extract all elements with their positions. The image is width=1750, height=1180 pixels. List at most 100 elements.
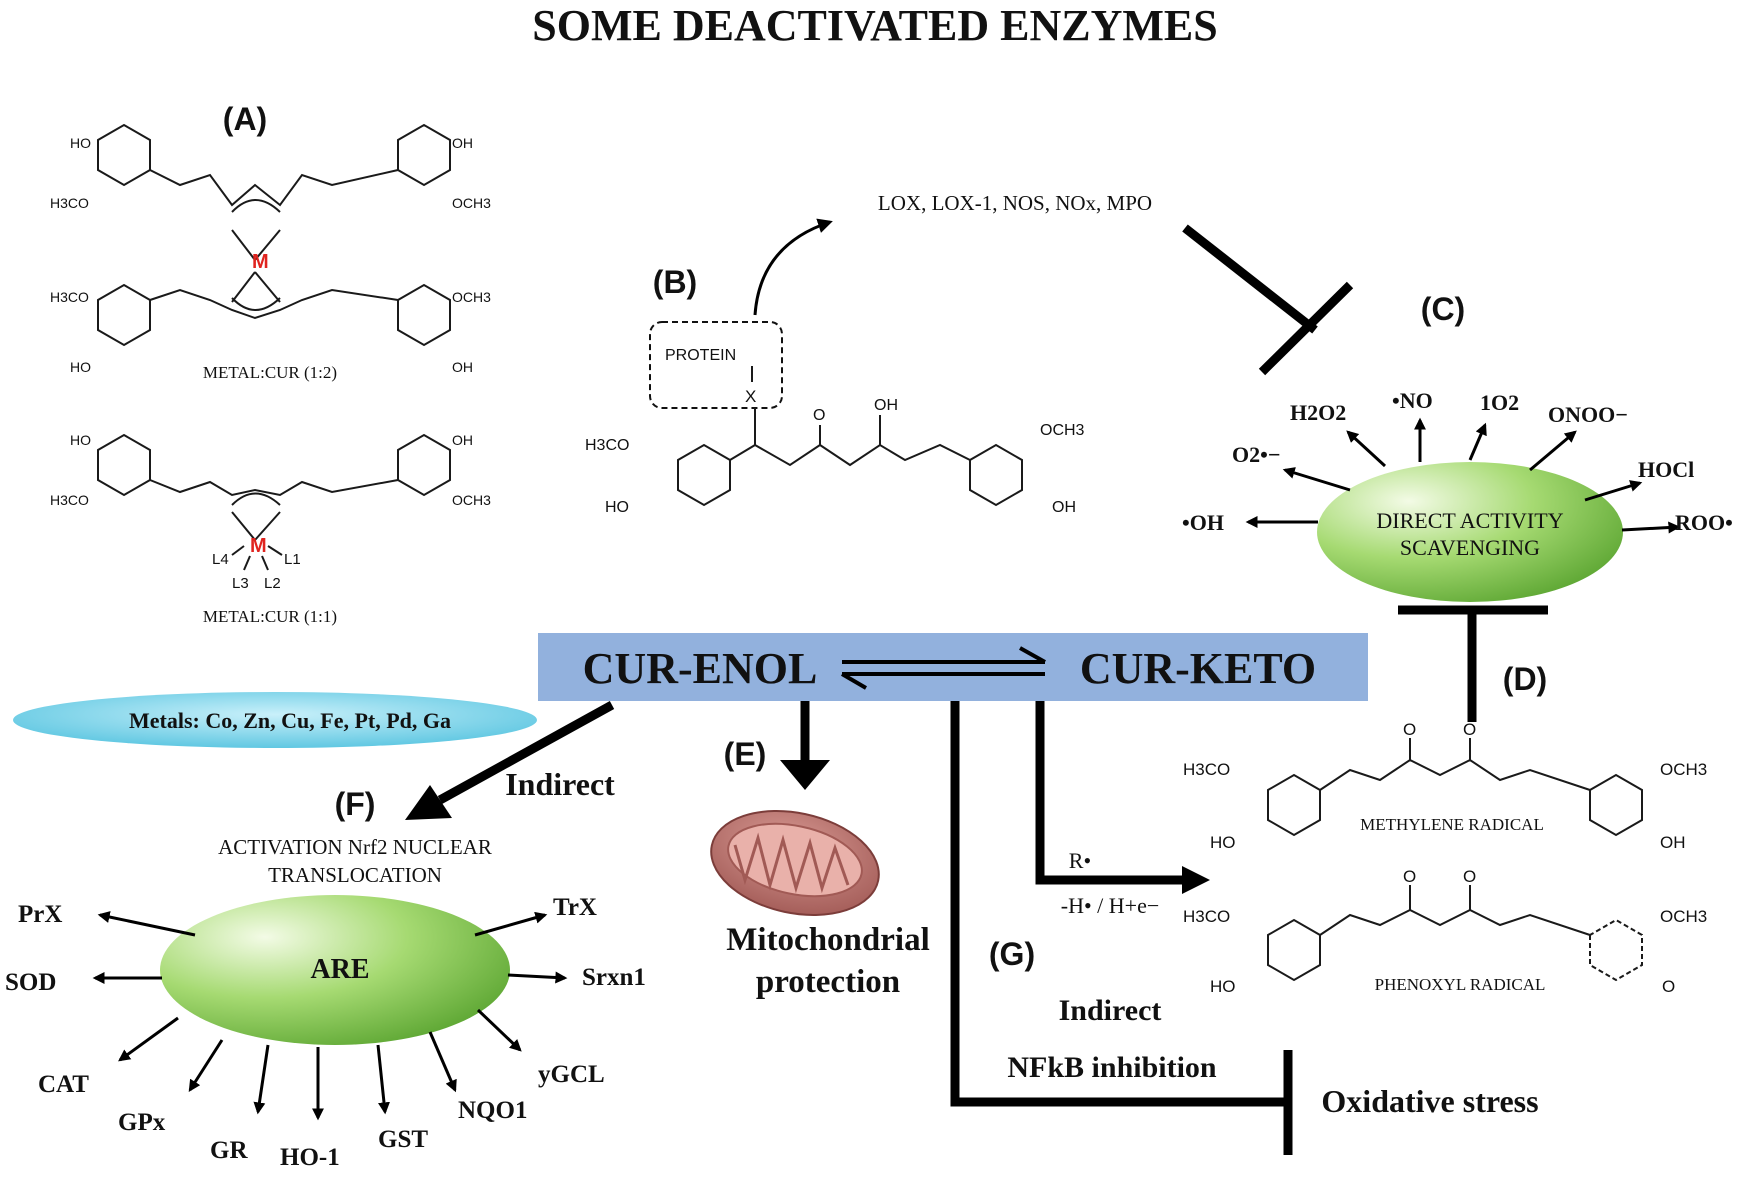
ho-label: HO (70, 135, 91, 151)
meo-label: H3CO (50, 195, 89, 211)
target-cat: CAT (38, 1071, 89, 1098)
oxidative-stress-label: Oxidative stress (1321, 1083, 1538, 1119)
meo-label: OCH3 (1040, 422, 1085, 439)
enzymes-inhibition-line (1182, 224, 1318, 334)
species-h2o2: H2O2 (1290, 400, 1346, 425)
meo-label: H3CO (1183, 760, 1230, 779)
scavenging-oval (1317, 462, 1623, 602)
target-srxn1: Srxn1 (582, 964, 646, 991)
methylene-radical-label: METHYLENE RADICAL (1360, 815, 1544, 834)
oh-label: OH (1660, 833, 1686, 852)
target-ygcl: yGCL (538, 1061, 605, 1088)
panel-a-label: (A) (223, 101, 267, 137)
ho-label: HO (1210, 977, 1236, 996)
panel-g-label: (G) (989, 936, 1035, 972)
keto-to-radical-arrow (1035, 701, 1185, 885)
metal-symbol: M (250, 535, 267, 557)
species-singlet-oxygen: 1O2 (1480, 390, 1519, 415)
o-label: O (1662, 977, 1675, 996)
scavenging-line2: SCAVENGING (1400, 535, 1540, 560)
target-sod: SOD (5, 969, 56, 996)
ho-label: HO (70, 359, 91, 375)
meo-label: OCH3 (452, 492, 491, 508)
methylene-radical-structure: O O H3CO HO OCH3 OH METHYLENE RADICAL (1183, 720, 1707, 852)
species-superoxide: O2•− (1232, 442, 1280, 467)
metal-cur-1-2-label: METAL:CUR (1:2) (203, 363, 337, 382)
oh-label: OH (452, 359, 473, 375)
phenoxyl-radical-label: PHENOXYL RADICAL (1375, 975, 1546, 994)
meo-label: H3CO (50, 492, 89, 508)
o-label: O (813, 407, 825, 424)
ligand-l2: L2 (264, 575, 281, 592)
panel-c-label: (C) (1421, 291, 1465, 327)
aromatic-ring (969, 443, 1023, 507)
scavenging-line1: DIRECT ACTIVITY (1376, 508, 1563, 533)
target-gr: GR (210, 1137, 248, 1164)
ligand-l4: L4 (212, 551, 229, 568)
phenoxyl-radical-structure: O O H3CO HO OCH3 O PHENOXYL RADICAL (1183, 867, 1707, 996)
nfkb-label: NFkB inhibition (1007, 1051, 1217, 1084)
o-label: O (1403, 867, 1416, 886)
ligand-l3: L3 (232, 575, 249, 592)
meo-label: OCH3 (1660, 760, 1707, 779)
are-oval (160, 895, 510, 1045)
aromatic-ring (97, 433, 151, 497)
panel-d-label: (D) (1503, 661, 1547, 697)
ho-label: HO (1210, 833, 1236, 852)
aromatic-ring (677, 443, 731, 507)
species-oh: •OH (1182, 510, 1224, 535)
aromatic-ring (397, 123, 451, 187)
indirect-g-label: Indirect (1059, 994, 1162, 1027)
are-label: ARE (310, 954, 369, 985)
equilibrium-arrows-icon (840, 646, 1046, 690)
protein-label: PROTEIN (665, 347, 736, 364)
aromatic-ring (97, 123, 151, 187)
species-no: •NO (1392, 388, 1433, 413)
scavenging-arrows (1245, 417, 1681, 534)
aromatic-ring (1267, 773, 1321, 837)
cur-keto-label: CUR-KETO (1080, 644, 1316, 693)
meo-label: H3CO (585, 437, 629, 454)
enzymes-label: LOX, LOX-1, NOS, NOx, MPO (878, 191, 1152, 215)
enol-to-nrf2-arrow (437, 701, 615, 804)
species-roo: ROO• (1675, 510, 1733, 535)
species-onoo: ONOO− (1548, 402, 1628, 427)
oh-label: OH (452, 135, 473, 151)
ho-label: HO (70, 432, 91, 448)
aromatic-ring (1589, 773, 1643, 837)
protein-to-enzymes-arrow (753, 218, 833, 316)
o-label: O (1403, 720, 1416, 739)
meo-label: OCH3 (1660, 907, 1707, 926)
o-label: O (1463, 720, 1476, 739)
metal-symbol: M (252, 251, 269, 273)
mito-line1: Mitochondrial (726, 922, 930, 958)
activation-line1: ACTIVATION Nrf2 NUCLEAR (218, 835, 492, 859)
target-ho1: HO-1 (280, 1144, 340, 1171)
species-hocl: HOCl (1638, 457, 1694, 482)
radical-reagent: R• (1069, 848, 1091, 873)
o-label: O (1463, 867, 1476, 886)
oh-label: OH (874, 397, 898, 414)
aromatic-ring (1589, 918, 1643, 982)
radical-process: -H• / H+e− (1061, 893, 1160, 918)
target-gst: GST (378, 1126, 428, 1153)
indirect-f-label: Indirect (505, 766, 615, 802)
x-label: X (745, 387, 756, 406)
activation-line2: TRANSLOCATION (268, 863, 442, 887)
meo-label: OCH3 (452, 289, 491, 305)
panel-b-label: (B) (653, 264, 697, 300)
inhibition-bar (1258, 281, 1354, 376)
protein-box (649, 321, 783, 409)
aromatic-ring (97, 283, 151, 347)
cur-enol-label: CUR-ENOL (583, 644, 818, 693)
panel-e-label: (E) (724, 736, 767, 772)
diagram-title: SOME DEACTIVATED ENZYMES (532, 1, 1217, 50)
aromatic-ring (397, 433, 451, 497)
nfkb-inhibition-line (950, 701, 1288, 1107)
metal-cur-1-1-label: METAL:CUR (1:1) (203, 607, 337, 626)
metal-cur-1-2-structure: HO H3CO OH OCH3 M H3CO HO OCH3 OH METAL:… (50, 123, 491, 382)
metals-oval (13, 692, 537, 748)
target-nqo1: NQO1 (458, 1097, 527, 1124)
